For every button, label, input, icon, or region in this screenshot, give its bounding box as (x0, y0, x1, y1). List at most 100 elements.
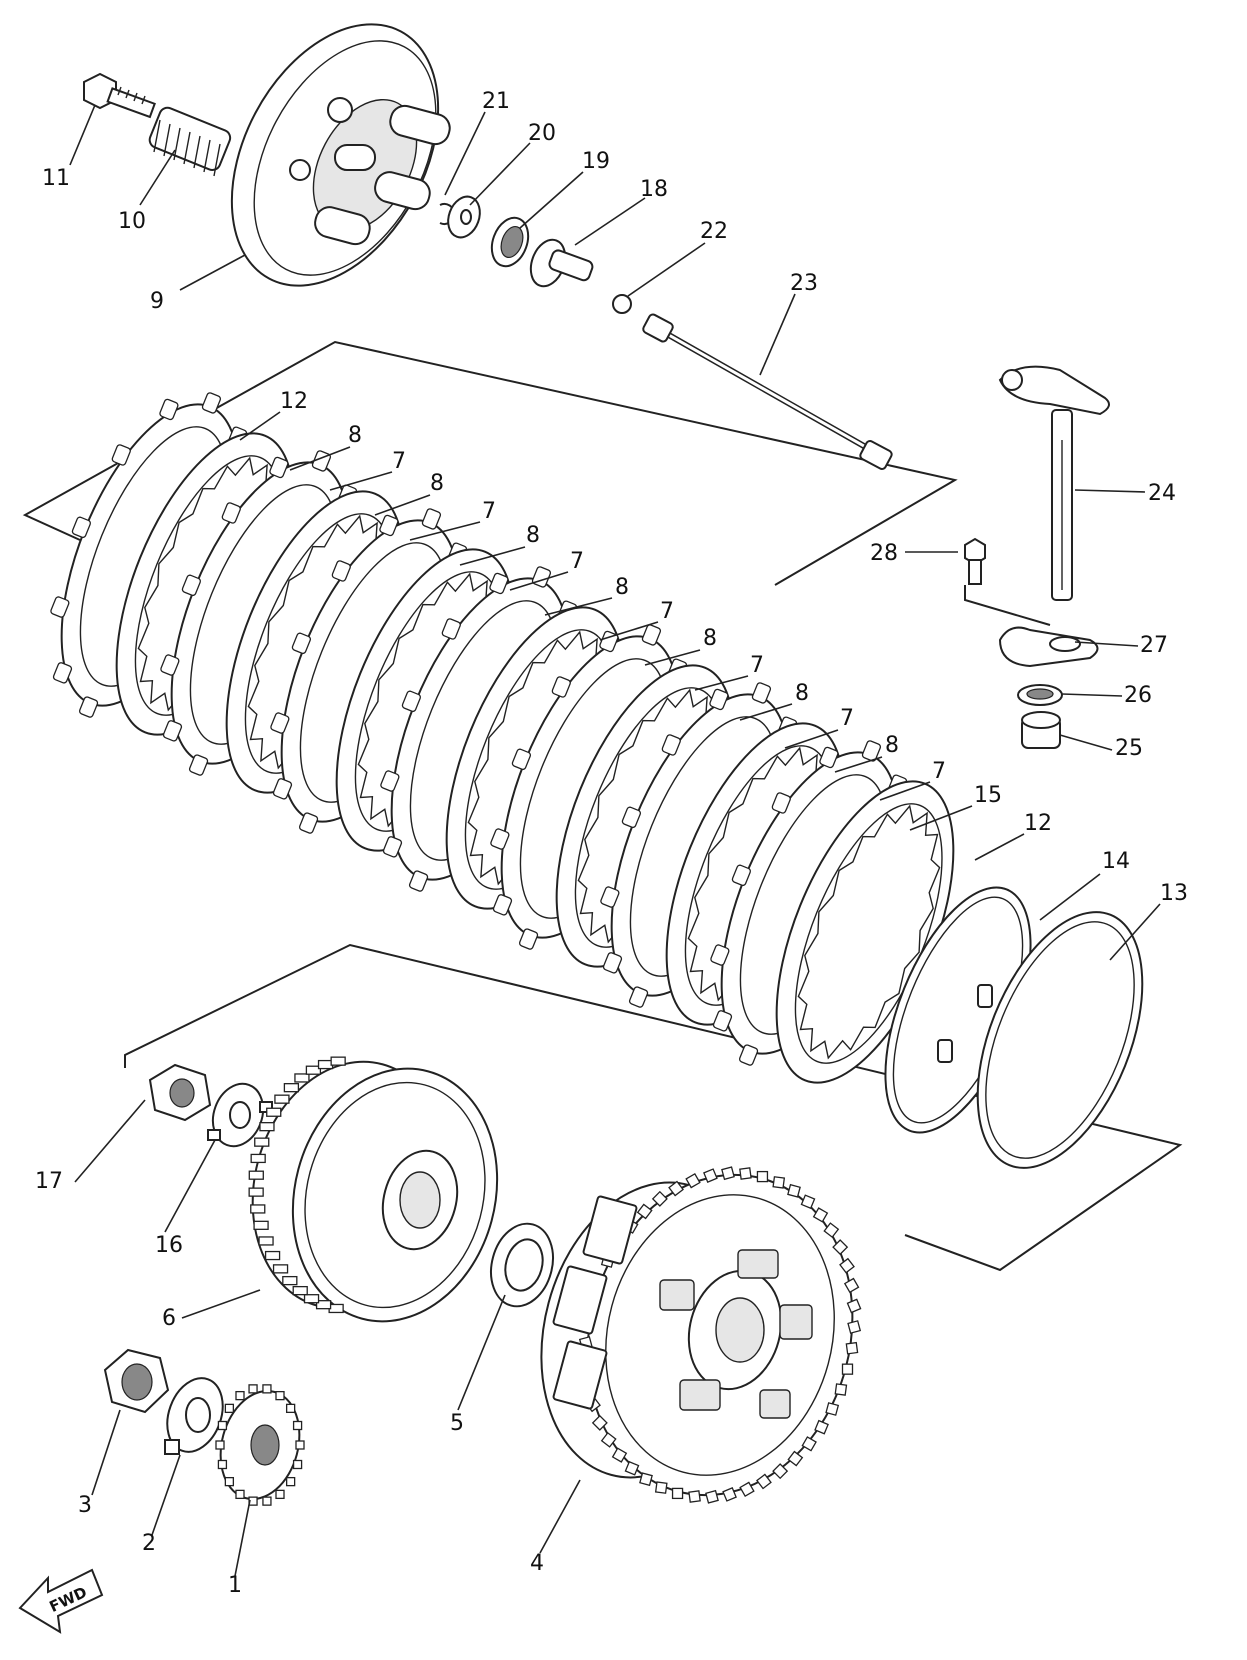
gear-tooth (262, 1384, 272, 1394)
leader-line (444, 111, 486, 196)
push-rod-1 (529, 238, 594, 288)
label-9: 9 (150, 289, 164, 314)
gear-tooth (611, 1447, 628, 1463)
leader-line (239, 411, 281, 441)
label-25: 25 (1115, 736, 1143, 761)
nut-3 (103, 1348, 170, 1414)
label-5: 5 (450, 1411, 464, 1436)
nut (148, 1063, 212, 1122)
primary-drive-gear (215, 1384, 305, 1506)
gear-tooth (685, 1173, 701, 1189)
pressure-plate (230, 23, 451, 287)
gear-tooth (834, 1383, 848, 1396)
plate-tab (382, 836, 403, 858)
plate-tab (621, 806, 641, 828)
label-7-a: 7 (392, 449, 406, 474)
gear-tooth (756, 1473, 772, 1490)
boss-spline (272, 1264, 289, 1274)
leader-line (181, 1289, 261, 1319)
gear-tooth (772, 1176, 786, 1189)
leader-line (909, 805, 973, 831)
leader-line (574, 197, 646, 246)
gear-tooth (801, 1436, 817, 1452)
gear-tooth (739, 1167, 752, 1180)
label-4: 4 (530, 1551, 544, 1576)
gear-tooth (843, 1277, 860, 1294)
boss-spline (253, 1220, 269, 1230)
gear-tooth (285, 1476, 296, 1487)
label-12-top: 12 (280, 389, 308, 414)
gear-tooth (739, 1481, 755, 1497)
boss-spline (292, 1285, 308, 1296)
plate-tab (201, 392, 222, 414)
plate-tab (50, 596, 70, 618)
leader-line (739, 703, 793, 721)
label-16: 16 (155, 1233, 183, 1258)
gear-tooth (217, 1420, 228, 1431)
gear-tooth (248, 1384, 258, 1394)
plate-tab (511, 748, 531, 770)
gear-tooth (639, 1472, 653, 1487)
lock-washer (207, 1082, 273, 1148)
label-7-g: 7 (932, 759, 946, 784)
leader-line (784, 729, 839, 749)
plate-tab (661, 734, 681, 756)
label-1: 1 (228, 1573, 242, 1598)
assembly-bracket-upper (22, 340, 958, 586)
plate-tab (52, 662, 73, 684)
gear-tooth (224, 1476, 235, 1487)
plate-tab (518, 928, 539, 950)
leader-line (69, 104, 96, 166)
gear-tooth (285, 1403, 296, 1414)
boss-spline (305, 1065, 322, 1075)
gear-tooth (636, 1203, 653, 1220)
boss-spline (248, 1170, 264, 1180)
boss-spline (258, 1236, 274, 1246)
gear-tooth (825, 1402, 840, 1416)
gear-tooth (839, 1257, 855, 1274)
leader-line (91, 1409, 121, 1496)
plate-tab (712, 1010, 733, 1032)
plate-tab (771, 792, 791, 814)
boss-spline (294, 1073, 310, 1083)
label-7-c: 7 (570, 549, 584, 574)
ball (612, 294, 632, 314)
leader-line (834, 756, 883, 773)
plate-tab (181, 574, 201, 596)
plate-tab (492, 894, 513, 916)
clutch-spring (148, 106, 232, 177)
gear-tooth (292, 1420, 303, 1431)
gear-tooth (814, 1419, 829, 1435)
plate-tab (162, 720, 183, 742)
gear-tooth (703, 1168, 718, 1183)
leader-line (74, 1099, 146, 1183)
leader-line (374, 494, 431, 516)
gear-tooth (823, 1222, 840, 1239)
gear-tooth (721, 1166, 735, 1181)
leader-line (1039, 873, 1101, 921)
label-20: 20 (528, 121, 556, 146)
plate-tab (709, 688, 729, 711)
label-17: 17 (35, 1169, 63, 1194)
leader-line (599, 621, 659, 641)
label-7-f: 7 (840, 706, 854, 731)
label-8-d: 8 (615, 575, 629, 600)
label-8-g: 8 (885, 733, 899, 758)
label-11: 11 (42, 166, 70, 191)
gear-tooth (262, 1496, 272, 1506)
gear-tooth (591, 1414, 608, 1431)
oil-seal (1017, 684, 1063, 706)
boss-spline (250, 1204, 266, 1214)
plate-tab (78, 696, 99, 718)
lever-plate (964, 585, 1099, 668)
leader-line (139, 149, 176, 206)
push-lever-shaft (998, 365, 1110, 601)
leader-line (879, 781, 931, 801)
bolt-28 (964, 537, 986, 585)
leader-line (627, 242, 706, 297)
gear-tooth (800, 1194, 816, 1210)
plate-tab (751, 682, 772, 704)
label-27: 27 (1140, 633, 1168, 658)
leader-line (509, 571, 569, 591)
